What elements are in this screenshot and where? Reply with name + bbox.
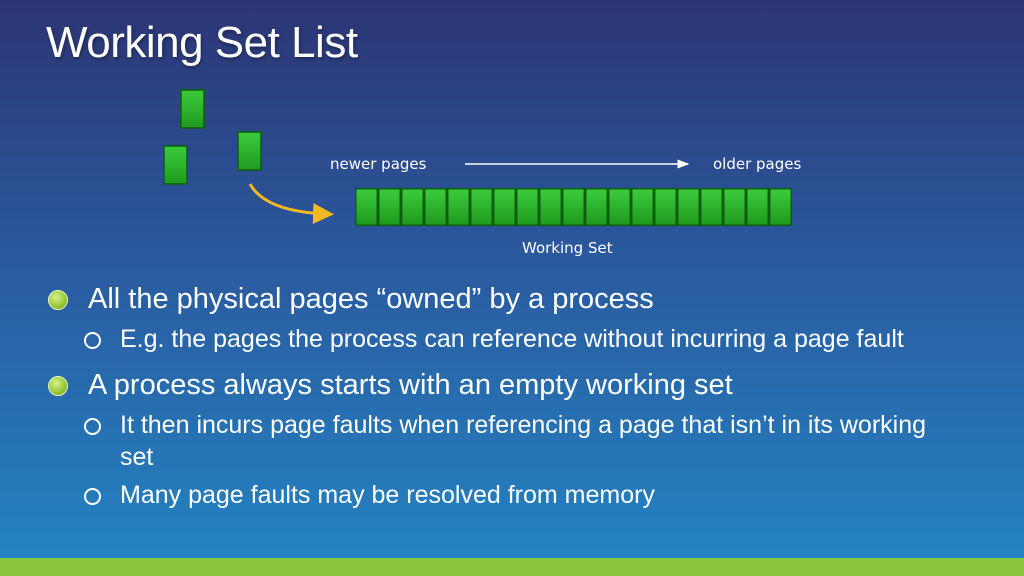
sub-bullet-2-2: Many page faults may be resolved from me… <box>84 479 950 511</box>
working-set-page <box>517 189 538 225</box>
slide-title: Working Set List <box>46 18 358 67</box>
bullet-dot <box>48 290 68 310</box>
newer-pages-label: newer pages <box>330 155 427 173</box>
working-set-page <box>632 189 653 225</box>
sub-bullet-circle <box>84 488 101 505</box>
working-set-page <box>494 189 515 225</box>
bullet-dot <box>48 376 68 396</box>
sub-bullet-2-1-text: It then incurs page faults when referenc… <box>120 411 927 471</box>
bullet-1-text: All the physical pages “owned” by a proc… <box>88 283 654 315</box>
working-set-diagram: newer pages older pages Working Set <box>163 89 802 257</box>
older-pages-label: older pages <box>713 155 802 173</box>
loose-page-1 <box>180 89 205 129</box>
sub-bullet-1-1-text: E.g. the pages the process can reference… <box>120 325 904 353</box>
working-set-page <box>448 189 469 225</box>
sub-bullet-2-2-text: Many page faults may be resolved from me… <box>120 481 655 509</box>
working-set-page <box>471 189 492 225</box>
working-set-page <box>586 189 607 225</box>
working-set-page <box>402 189 423 225</box>
loose-page-2 <box>237 131 262 171</box>
bullet-2-text: A process always starts with an empty wo… <box>88 369 733 401</box>
working-set-page <box>563 189 584 225</box>
working-set-page <box>356 189 377 225</box>
working-set-page <box>425 189 446 225</box>
working-set-page <box>724 189 745 225</box>
bullet-2: A process always starts with an empty wo… <box>48 368 998 402</box>
bullet-1: All the physical pages “owned” by a proc… <box>48 282 998 316</box>
bottom-accent-bar <box>0 558 1024 576</box>
sub-bullet-2-1: It then incurs page faults when referenc… <box>84 409 950 473</box>
working-set-label: Working Set <box>522 239 613 257</box>
sub-bullet-circle <box>84 332 101 349</box>
working-set-strip <box>355 188 792 226</box>
bullet-list: All the physical pages “owned” by a proc… <box>48 282 998 511</box>
working-set-page <box>655 189 676 225</box>
insert-arrow <box>248 183 334 225</box>
working-set-page <box>540 189 561 225</box>
working-set-page <box>379 189 400 225</box>
working-set-page <box>770 189 791 225</box>
sub-bullet-1-1: E.g. the pages the process can reference… <box>84 323 950 355</box>
sub-bullet-circle <box>84 418 101 435</box>
working-set-page <box>747 189 768 225</box>
working-set-page <box>701 189 722 225</box>
diagram-graphics <box>163 89 792 226</box>
working-set-page <box>609 189 630 225</box>
loose-page-3 <box>163 145 188 185</box>
working-set-page <box>678 189 699 225</box>
